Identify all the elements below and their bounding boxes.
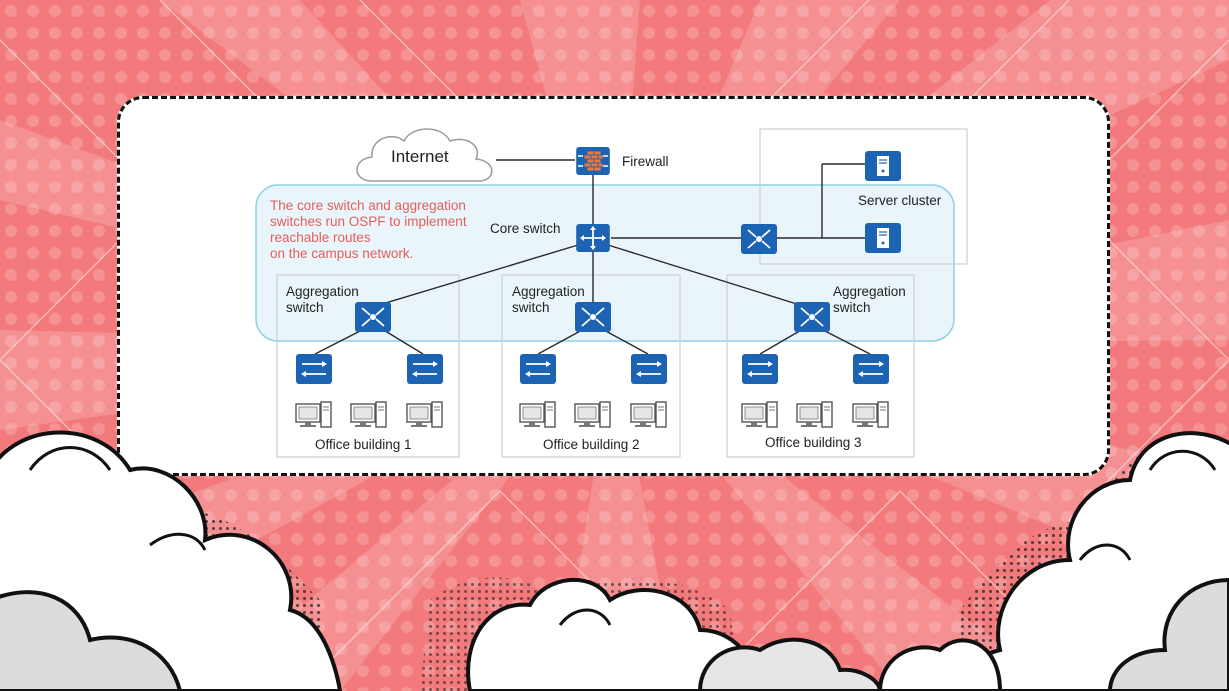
aggregation-switch-icon bbox=[355, 302, 391, 332]
aggregation-label-3a: Aggregation bbox=[833, 284, 906, 299]
server-cluster-label: Server cluster bbox=[858, 193, 942, 208]
access-switch-icon bbox=[853, 354, 889, 384]
pc-icon bbox=[741, 401, 778, 428]
aggregation-switch-icon bbox=[741, 224, 777, 254]
network-diagram: Internet Firewall bbox=[255, 128, 968, 458]
pc-icon bbox=[519, 401, 556, 428]
aggregation-switch-icon bbox=[575, 302, 611, 332]
building-label-1: Office building 1 bbox=[315, 437, 412, 452]
access-switch-icon bbox=[520, 354, 556, 384]
pc-icon bbox=[852, 401, 889, 428]
aggregation-label-1a: Aggregation bbox=[286, 284, 359, 299]
pc-icon bbox=[630, 401, 667, 428]
pc-icon bbox=[295, 401, 332, 428]
core-switch-label: Core switch bbox=[490, 221, 561, 236]
ospf-note-line-3: reachable routes bbox=[270, 230, 371, 245]
building-label-2: Office building 2 bbox=[543, 437, 640, 452]
pc-icon bbox=[574, 401, 611, 428]
building-box-3 bbox=[726, 274, 915, 458]
access-switch-icon bbox=[631, 354, 667, 384]
core-router-icon bbox=[576, 224, 610, 252]
aggregation-label-1b: switch bbox=[286, 300, 324, 315]
diagram-card: Internet Firewall bbox=[117, 96, 1110, 476]
aggregation-label-3b: switch bbox=[833, 300, 871, 315]
access-switch-icon bbox=[296, 354, 332, 384]
pc-icon bbox=[350, 401, 387, 428]
links bbox=[314, 159, 871, 355]
firewall-label: Firewall bbox=[622, 154, 669, 169]
pc-group bbox=[295, 401, 889, 428]
server-icon bbox=[865, 223, 901, 253]
pc-icon bbox=[406, 401, 443, 428]
ospf-note-line-1: The core switch and aggregation bbox=[270, 198, 466, 213]
cloud-icon bbox=[356, 128, 493, 182]
internet-label: Internet bbox=[391, 147, 449, 166]
access-switch-icon bbox=[407, 354, 443, 384]
server-cluster-box bbox=[759, 128, 968, 265]
building-box-1 bbox=[276, 274, 460, 458]
pc-icon bbox=[796, 401, 833, 428]
ospf-note: The core switch and aggregation switches… bbox=[270, 198, 467, 261]
firewall-icon bbox=[576, 147, 610, 175]
building-label-3: Office building 3 bbox=[765, 435, 862, 450]
ospf-note-line-4: on the campus network. bbox=[270, 246, 413, 261]
aggregation-label-2a: Aggregation bbox=[512, 284, 585, 299]
aggregation-label-2b: switch bbox=[512, 300, 550, 315]
ospf-note-line-2: switches run OSPF to implement bbox=[270, 214, 467, 229]
ospf-region bbox=[255, 184, 955, 342]
access-switch-icon bbox=[742, 354, 778, 384]
server-icon bbox=[865, 151, 901, 181]
building-box-2 bbox=[501, 274, 681, 458]
aggregation-switch-icon bbox=[794, 302, 830, 332]
